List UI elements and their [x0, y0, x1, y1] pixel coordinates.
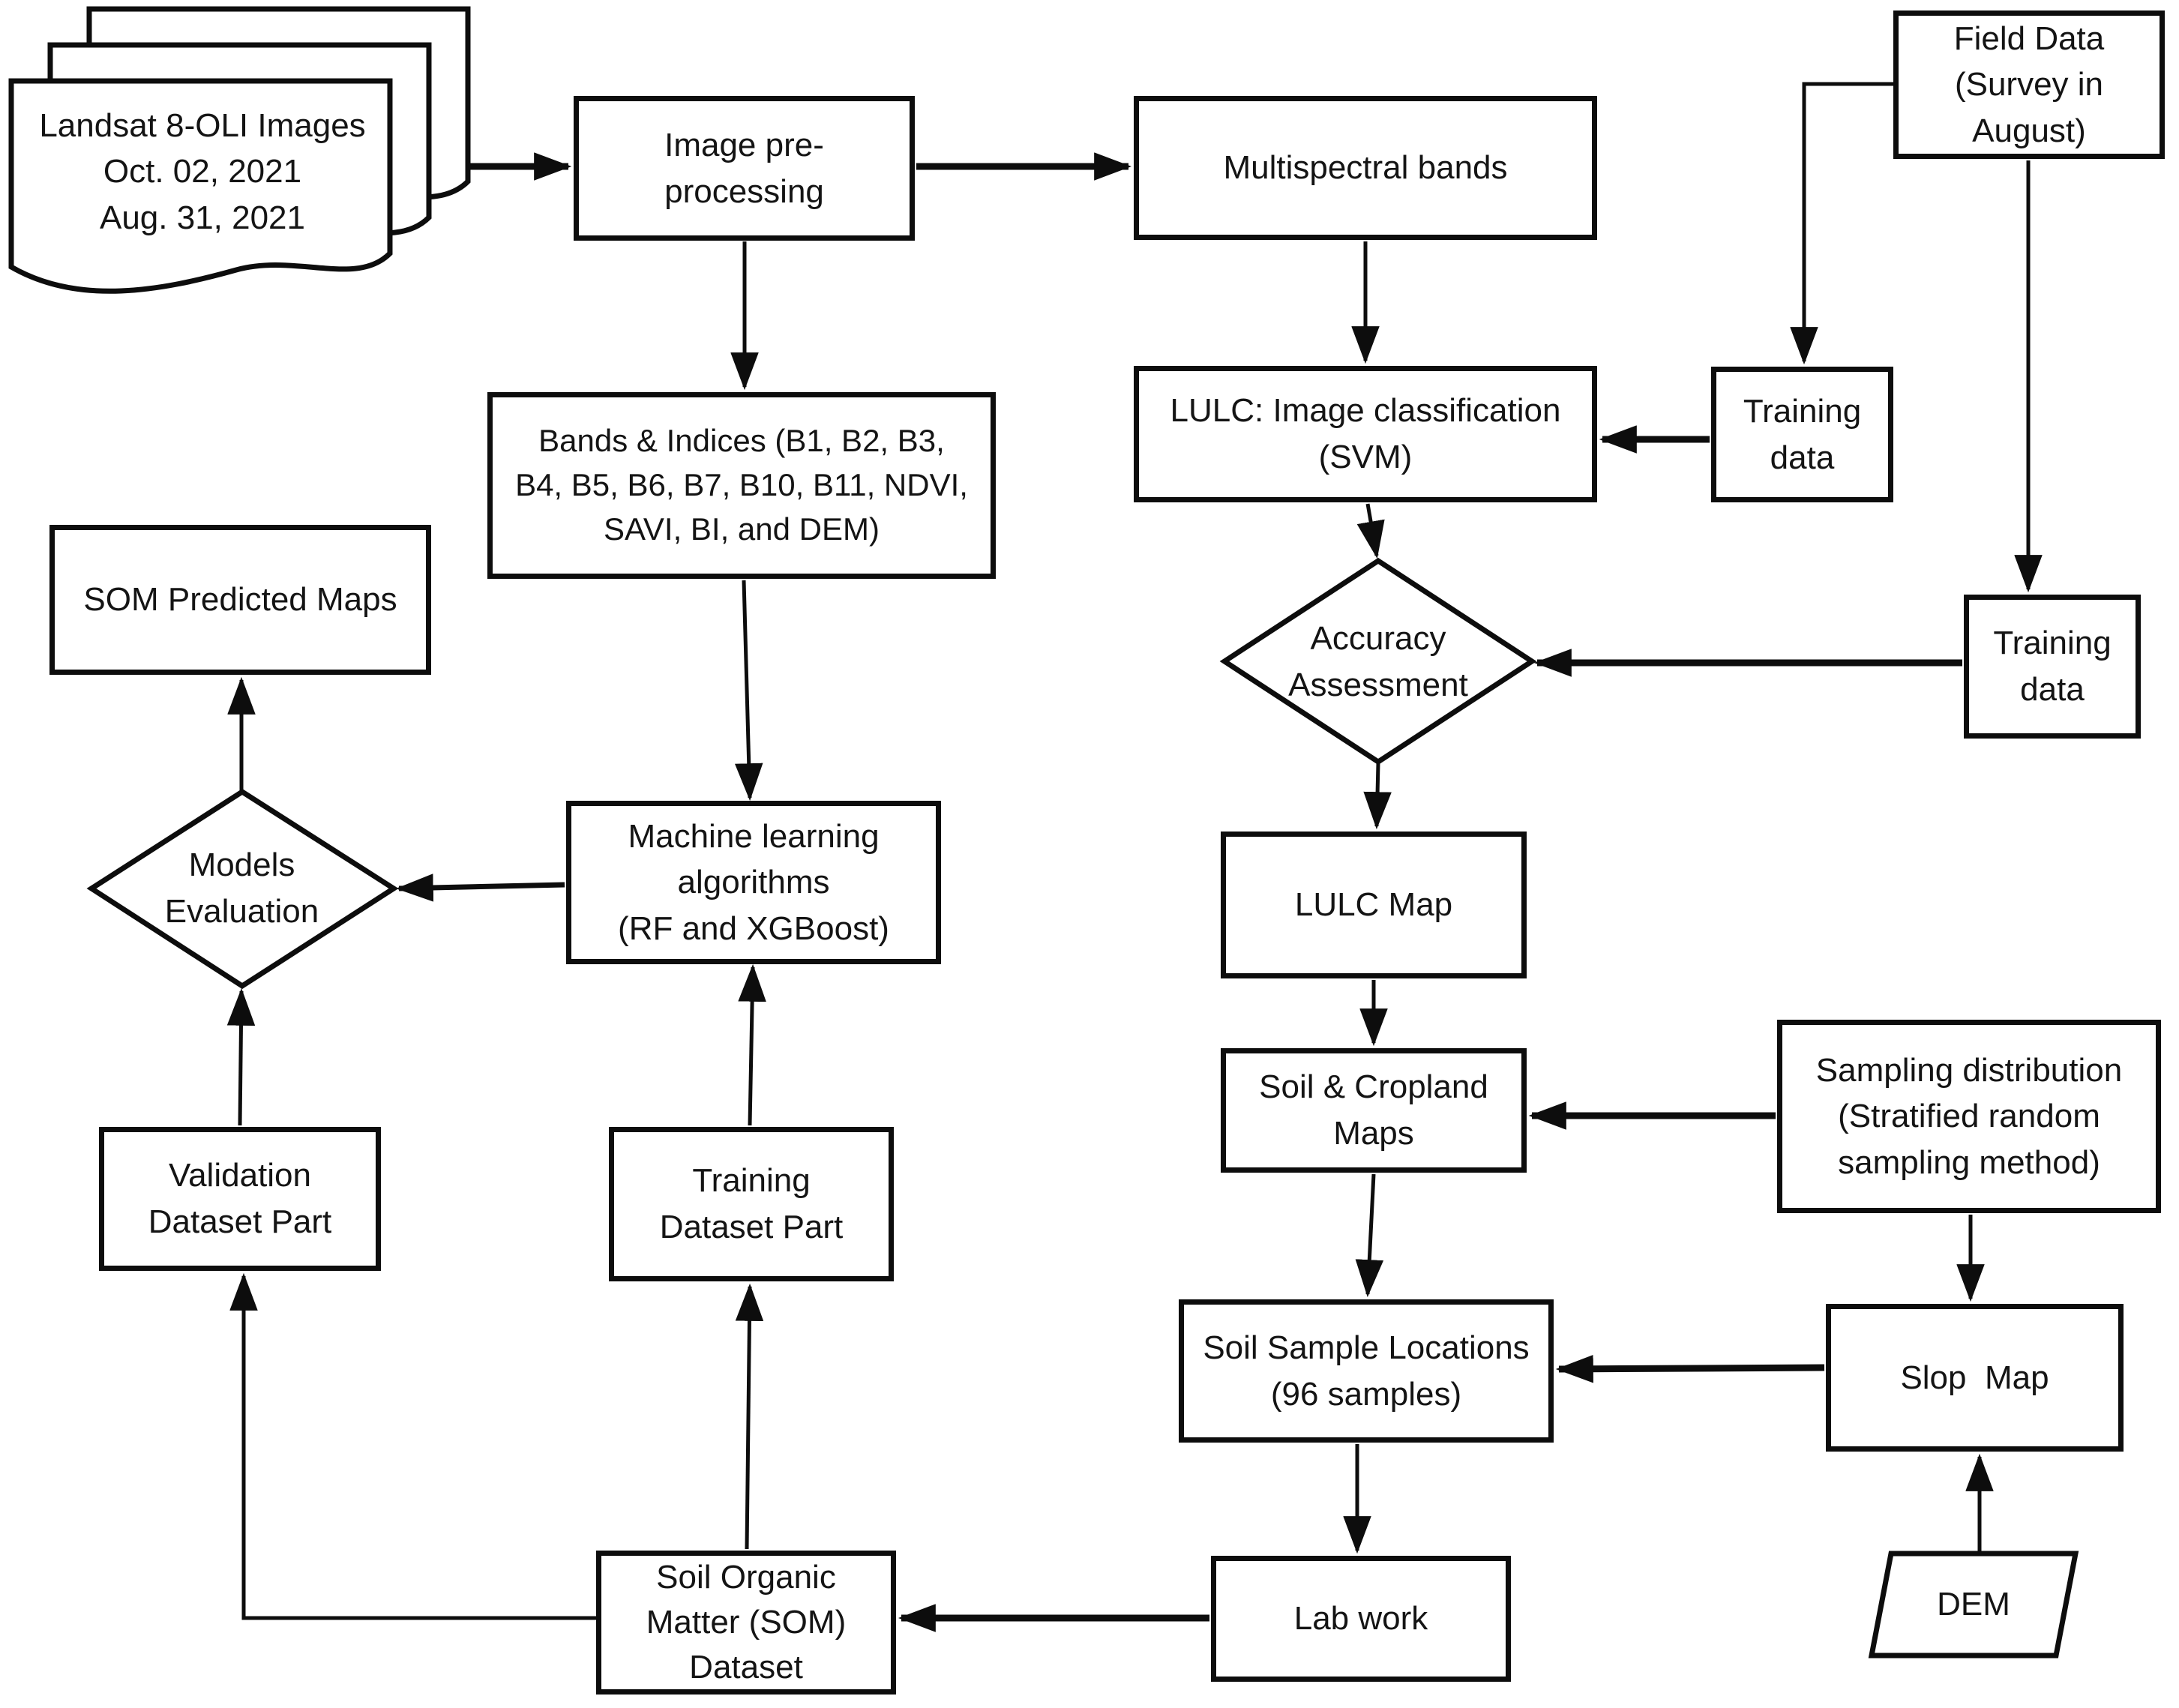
node-landsat-images-label: Landsat 8-OLI Images Oct. 02, 2021 Aug. … [39, 106, 366, 236]
node-som-dataset: Soil Organic Matter (SOM) Dataset [596, 1551, 896, 1695]
node-slop-map-label: Slop Map [1900, 1359, 2049, 1396]
node-image-preprocessing: Image pre- processing [574, 96, 915, 241]
models-evaluation-diamond-shape [86, 788, 399, 990]
node-soil-sample-locations: Soil Sample Locations (96 samples) [1179, 1299, 1554, 1443]
node-models-evaluation-label: Models Evaluation [164, 847, 319, 930]
node-bands-indices: Bands & Indices (B1, B2, B3, B4, B5, B6,… [487, 392, 996, 579]
node-lulc-map: LULC Map [1221, 832, 1527, 978]
edge-ml-models [395, 873, 565, 902]
node-slop-map: Slop Map [1826, 1304, 2124, 1452]
node-training-dataset-part: Training Dataset Part [609, 1127, 894, 1281]
node-multispectral-bands: Multispectral bands [1134, 96, 1597, 240]
node-sampling-distribution: Sampling distribution (Stratified random… [1777, 1020, 2161, 1213]
node-models-evaluation: Models Evaluation [112, 821, 371, 956]
node-machine-learning: Machine learning algorithms (RF and XGBo… [566, 801, 941, 964]
edge-lines [226, 82, 2043, 1632]
node-image-preprocessing-label: Image pre- processing [664, 126, 824, 210]
node-bands-indices-label: Bands & Indices (B1, B2, B3, B4, B5, B6,… [515, 423, 968, 547]
edge-fielddata-training1 [1790, 82, 1893, 365]
node-soil-cropland-maps-label: Soil & Cropland Maps [1259, 1068, 1488, 1152]
dem-parallelogram-shape [1868, 1551, 2079, 1659]
node-dem-label: DEM [1937, 1586, 2010, 1623]
document-page-front [8, 78, 393, 294]
edge-trainingpart-ml [738, 963, 766, 1126]
node-training-data-2: Training data [1964, 595, 2141, 739]
edge-accuracy-lulcmap [1363, 763, 1392, 830]
node-som-dataset-label: Soil Organic Matter (SOM) Dataset [646, 1559, 847, 1686]
landsat-document-stack-shape [8, 6, 471, 294]
node-som-predicted-maps-label: SOM Predicted Maps [83, 581, 397, 619]
node-training-data-1: Training data [1711, 367, 1893, 502]
node-lab-work-label: Lab work [1293, 1600, 1428, 1638]
node-field-data-label: Field Data (Survey in August) [1953, 19, 2105, 149]
node-accuracy-assessment: Accuracy Assessment [1247, 592, 1509, 731]
edge-somdataset-trainingpart [735, 1283, 764, 1550]
node-dem: DEM [1891, 1556, 2056, 1653]
node-sampling-distribution-label: Sampling distribution (Stratified random… [1815, 1051, 2123, 1181]
node-accuracy-assessment-label: Accuracy Assessment [1288, 619, 1468, 703]
node-soil-sample-locations-label: Soil Sample Locations (96 samples) [1203, 1329, 1530, 1413]
node-som-predicted-maps: SOM Predicted Maps [49, 525, 431, 675]
node-validation-dataset-part-label: Validation Dataset Part [148, 1157, 332, 1240]
node-lab-work: Lab work [1211, 1556, 1511, 1682]
edge-validationpart-models [226, 987, 256, 1126]
node-training-data-1-label: Training data [1743, 392, 1862, 476]
node-training-data-2-label: Training data [1993, 625, 2112, 708]
node-machine-learning-label: Machine learning algorithms (RF and XGBo… [618, 817, 889, 947]
node-validation-dataset-part: Validation Dataset Part [99, 1127, 381, 1271]
edge-lulc-accuracy [1356, 503, 1385, 559]
edge-somdataset-validationpart [229, 1272, 596, 1620]
edge-slopmap-soilsamples [1555, 1354, 1825, 1383]
node-lulc-map-label: LULC Map [1294, 886, 1453, 924]
edge-bands-ml [734, 580, 763, 802]
edge-soilcropland-soilsamples [1355, 1173, 1384, 1298]
node-landsat-images: Landsat 8-OLI Images Oct. 02, 2021 Aug. … [19, 90, 386, 253]
node-soil-cropland-maps: Soil & Cropland Maps [1221, 1048, 1527, 1173]
node-lulc-classification-label: LULC: Image classification (SVM) [1170, 392, 1561, 475]
node-lulc-classification: LULC: Image classification (SVM) [1134, 366, 1597, 502]
node-training-dataset-part-label: Training Dataset Part [659, 1162, 844, 1245]
node-field-data: Field Data (Survey in August) [1893, 10, 2165, 159]
accuracy-assessment-diamond-shape [1219, 557, 1537, 766]
node-multispectral-bands-label: Multispectral bands [1223, 149, 1508, 187]
